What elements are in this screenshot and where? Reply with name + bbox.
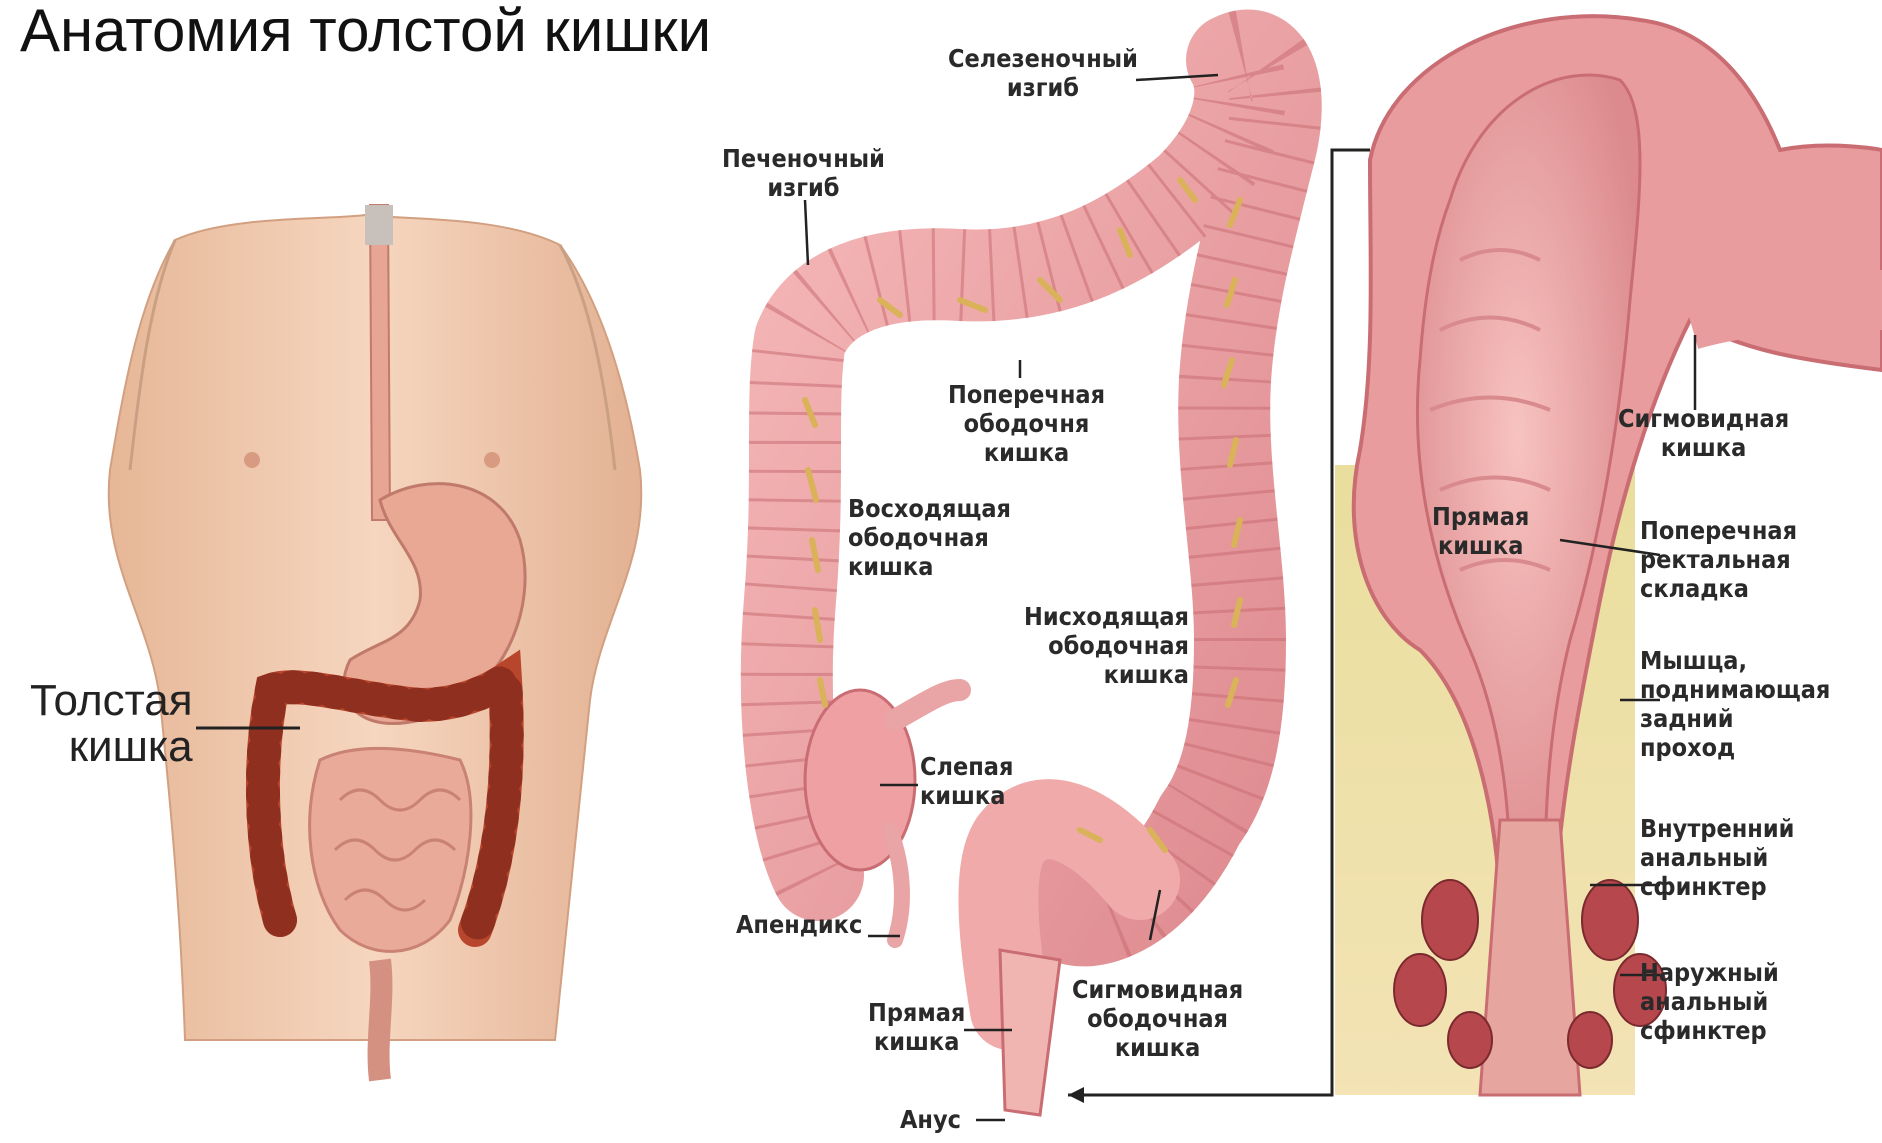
anus-label: Анус	[900, 1105, 961, 1134]
small-intestine	[310, 748, 471, 951]
trachea-tube	[365, 205, 393, 245]
large-intestine-label: Толстая кишка	[30, 678, 193, 770]
levator-muscle-label: Мышца, поднимающая задний проход	[1640, 646, 1830, 762]
nipple-right	[484, 452, 500, 468]
bracket-arrow	[1068, 1087, 1084, 1103]
rectum-cross-section	[1335, 16, 1882, 1095]
descending-colon-label: Нисходящая ободочная кишка	[1024, 602, 1189, 689]
rectum	[1000, 950, 1060, 1115]
ileum	[895, 690, 960, 720]
esophagus	[370, 205, 390, 520]
torso-illustration	[109, 205, 642, 1080]
ascending-colon-label: Восходящая ободочная кишка	[848, 494, 1011, 581]
cecum-label: Слепая кишка	[920, 752, 1013, 810]
rectum-label-left: Прямая кишка	[868, 998, 965, 1056]
sigmoid-label-right: Сигмовидная кишка	[1618, 404, 1789, 462]
internal-sphincter-label: Внутренний анальный сфинктер	[1640, 814, 1794, 901]
colon-illustration	[787, 56, 1276, 1115]
appendix	[890, 830, 902, 940]
appendix-label: Апендикс	[736, 910, 862, 939]
nipple-left	[244, 452, 260, 468]
rectum-label-right: Прямая кишка	[1432, 502, 1529, 560]
external-sphincter-label: Наружный анальный сфинктер	[1640, 958, 1779, 1045]
sigmoid-colon-label: Сигмовидная ободочная кишка	[1072, 975, 1243, 1062]
hepatic-flexure-label: Печеночный изгиб	[722, 144, 885, 202]
page-title: Анатомия толстой кишки	[20, 0, 711, 65]
transverse-colon-label: Поперечная ободочня кишка	[948, 380, 1105, 467]
splenic-flexure-label: Селезеночный изгиб	[948, 44, 1138, 102]
rectal-fold-label: Поперечная ректальная складка	[1640, 516, 1797, 603]
